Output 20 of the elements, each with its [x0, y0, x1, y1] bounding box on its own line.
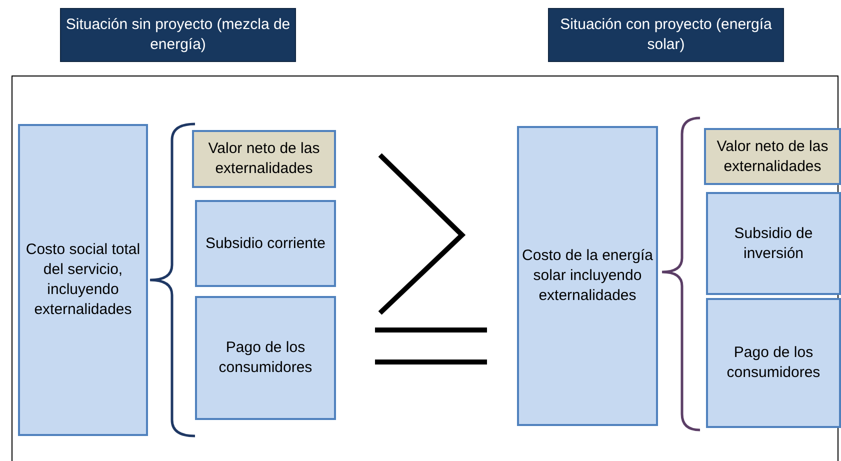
subsidy-box — [706, 192, 841, 295]
box-text: Valor neto de las externalidades — [716, 136, 830, 176]
header-box — [60, 8, 296, 62]
box-text: Pago de los consumidores — [218, 338, 314, 378]
box-text: Situación sin proyecto (mezcla de energía) — [64, 15, 292, 55]
header-box — [548, 8, 784, 62]
subsidy-box — [195, 200, 336, 287]
payment-box — [195, 296, 336, 420]
box-text: Subsidio corriente — [205, 234, 326, 254]
box-text: Pago de los consumidores — [726, 343, 822, 383]
box-text: Costo de la energía solar incluyendo externalidades — [521, 246, 654, 306]
payment-box — [706, 298, 841, 428]
box-text: Situación con proyecto (energía solar) — [559, 15, 773, 55]
cost-box — [517, 126, 658, 426]
externalities-box — [704, 128, 841, 185]
externalities-box — [192, 130, 336, 188]
box-text: Costo social total del servicio, incluyendo externalidades — [24, 240, 142, 320]
box-text: Valor neto de las externalidades — [207, 139, 321, 179]
box-text: Subsidio de inversión — [733, 224, 814, 264]
cost-box — [18, 124, 148, 436]
